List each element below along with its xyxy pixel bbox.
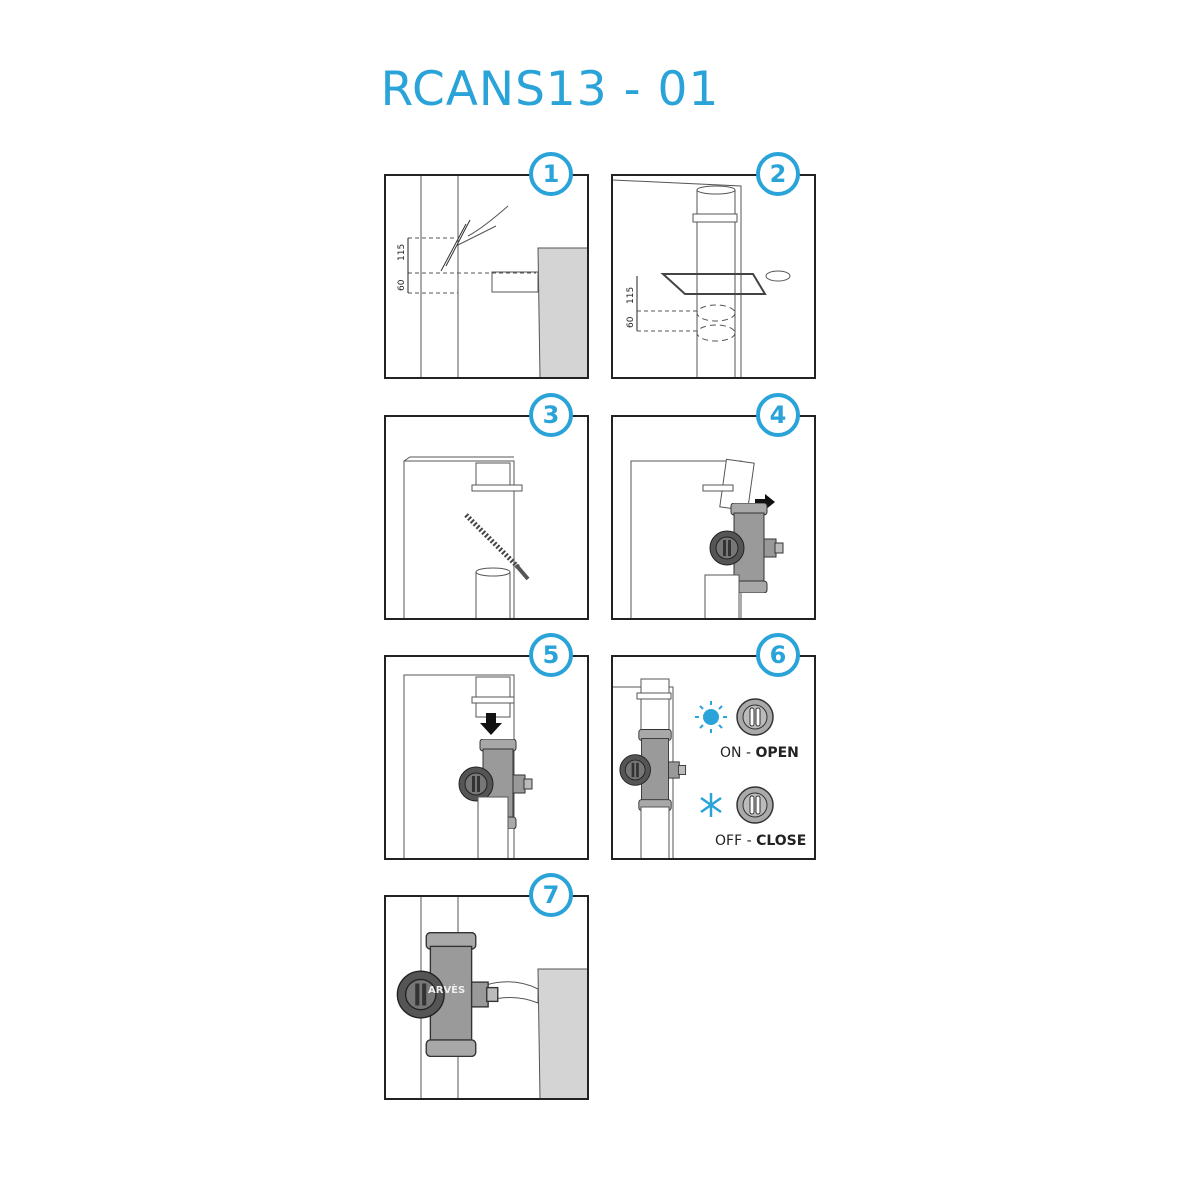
step-4-panel: 4 (611, 393, 816, 620)
off-text: OFF - (715, 833, 757, 849)
page-title: RCANS13 - 01 (380, 62, 720, 117)
dimension-115: 115 (626, 287, 636, 304)
step-4-illustration (630, 458, 784, 618)
step-3-illustration (403, 456, 530, 618)
brand-logo: ARVÈS (428, 983, 465, 996)
step-2-badge: 2 (756, 152, 800, 196)
step-7-panel: ARVÈS 7 (384, 873, 589, 1100)
step-3-badge: 3 (529, 393, 573, 437)
step-2-illustration: 115 60 (613, 179, 791, 377)
step-4-badge: 4 (756, 393, 800, 437)
off-close-label: OFF - CLOSE (715, 833, 806, 849)
sun-icon (695, 701, 727, 733)
dimension-115: 115 (397, 244, 407, 261)
open-text: OPEN (755, 745, 799, 761)
dimension-60: 60 (626, 316, 636, 328)
step-5-badge: 5 (529, 633, 573, 677)
step-2-panel: 115 60 2 (611, 152, 816, 379)
on-text: ON - (720, 745, 756, 761)
step-6-illustration (613, 678, 774, 858)
close-text: CLOSE (756, 833, 807, 849)
dimension-60: 60 (397, 279, 407, 291)
snowflake-icon (700, 793, 722, 817)
step-7-badge: 7 (529, 873, 573, 917)
step-6-panel: ON - OPEN OFF - CLOSE 6 (611, 633, 816, 860)
step-7-illustration: ARVÈS (396, 897, 587, 1098)
step-1-badge: 1 (529, 152, 573, 196)
step-5-illustration (403, 674, 533, 858)
step-1-illustration: 115 60 (397, 176, 587, 377)
step-3-panel: 3 (384, 393, 589, 620)
step-6-badge: 6 (756, 633, 800, 677)
knob-open-icon (736, 698, 774, 736)
on-open-label: ON - OPEN (720, 745, 799, 761)
knob-close-icon (736, 786, 774, 824)
step-5-panel: 5 (384, 633, 589, 860)
step-1-panel: 115 60 1 (384, 152, 589, 379)
